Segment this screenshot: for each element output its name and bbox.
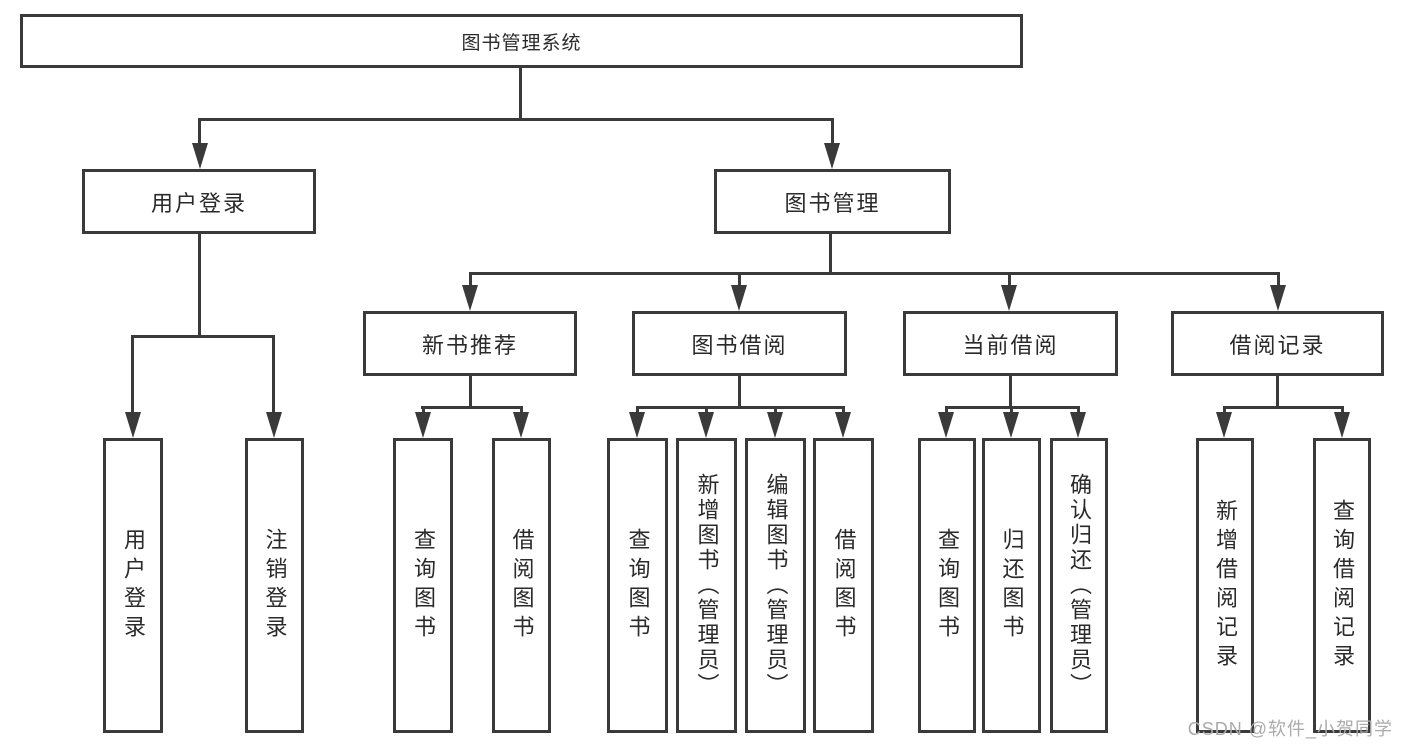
connector-line — [520, 406, 523, 414]
leaf-logout-label: 注销登录 — [262, 527, 288, 644]
node-book-management: 图书管理 — [714, 169, 951, 234]
leaf-user-login: 用户登录 — [103, 438, 163, 733]
connector-line — [421, 406, 523, 409]
connector-line — [1008, 272, 1011, 287]
node-book-borrow: 图书借阅 — [632, 311, 847, 376]
arrow-down-icon — [1003, 412, 1019, 438]
leaf-borrow-edit-admin: 编辑图书（管理员） — [745, 438, 806, 733]
arrow-down-icon — [824, 143, 840, 169]
node-book-borrow-label: 图书借阅 — [691, 332, 788, 358]
arrow-down-icon — [1001, 285, 1017, 311]
connector-line — [198, 118, 201, 145]
leaf-return-book-label: 归还图书 — [999, 527, 1025, 644]
node-current-borrow: 当前借阅 — [903, 311, 1118, 376]
connector-line — [1277, 272, 1280, 287]
leaf-newbook-query: 查询图书 — [393, 438, 453, 733]
leaf-confirm-return-admin-label: 确认归还（管理员） — [1067, 473, 1092, 698]
leaf-current-query-label: 查询图书 — [935, 527, 960, 644]
connector-line — [705, 406, 708, 414]
node-current-borrow-label: 当前借阅 — [962, 332, 1059, 358]
leaf-borrow-book: 借阅图书 — [813, 438, 874, 733]
leaf-newbook-borrow: 借阅图书 — [492, 438, 551, 733]
leaf-current-query: 查询图书 — [918, 438, 976, 733]
leaf-borrow-add-admin: 新增图书（管理员） — [676, 438, 737, 733]
connector-line — [422, 406, 425, 414]
connector-line — [131, 335, 134, 414]
leaf-confirm-return-admin: 确认归还（管理员） — [1050, 438, 1108, 733]
connector-line — [738, 272, 741, 287]
leaf-record-query-label: 查询借阅记录 — [1330, 498, 1355, 673]
node-borrow-record: 借阅记录 — [1171, 311, 1384, 376]
leaf-user-login-label: 用户登录 — [121, 527, 146, 644]
leaf-borrow-query: 查询图书 — [607, 438, 668, 733]
connector-line — [738, 376, 741, 407]
connector-line — [1010, 406, 1013, 414]
connector-line — [1276, 376, 1279, 407]
arrow-down-icon — [462, 285, 478, 311]
arrow-down-icon — [513, 412, 529, 438]
connector-line — [945, 406, 948, 414]
watermark: CSDN @软件_小贺同学 — [1187, 719, 1393, 739]
leaf-newbook-query-label: 查询图书 — [411, 527, 436, 644]
node-user-login: 用户登录 — [82, 169, 316, 234]
arrow-down-icon — [125, 412, 141, 438]
connector-line — [774, 406, 777, 414]
node-root-label: 图书管理系统 — [461, 32, 582, 54]
node-book-management-label: 图书管理 — [784, 190, 881, 216]
node-borrow-record-label: 借阅记录 — [1229, 332, 1326, 358]
node-new-book-recommend: 新书推荐 — [363, 311, 577, 376]
leaf-return-book: 归还图书 — [982, 438, 1041, 733]
node-root: 图书管理系统 — [20, 14, 1023, 68]
leaf-borrow-query-label: 查询图书 — [625, 527, 651, 644]
connector-line — [469, 376, 472, 407]
connector-line — [131, 335, 275, 338]
leaf-newbook-borrow-label: 借阅图书 — [509, 527, 535, 644]
connector-line — [1223, 406, 1343, 409]
arrow-down-icon — [192, 143, 208, 169]
connector-line — [636, 406, 639, 414]
arrow-down-icon — [1270, 285, 1286, 311]
connector-line — [831, 118, 834, 145]
connector-line — [1077, 406, 1080, 414]
arrow-down-icon — [629, 412, 645, 438]
arrow-down-icon — [731, 285, 747, 311]
connector-line — [829, 234, 832, 274]
leaf-borrow-edit-admin-label: 编辑图书（管理员） — [763, 473, 789, 698]
node-user-login-label: 用户登录 — [150, 190, 247, 216]
connector-line — [636, 406, 845, 409]
arrow-down-icon — [1070, 412, 1086, 438]
connector-line — [198, 118, 834, 121]
leaf-record-query: 查询借阅记录 — [1313, 438, 1371, 733]
arrow-down-icon — [767, 412, 783, 438]
arrow-down-icon — [835, 412, 851, 438]
node-new-book-recommend-label: 新书推荐 — [421, 332, 518, 358]
connector-line — [1223, 406, 1226, 414]
leaf-borrow-add-admin-label: 新增图书（管理员） — [694, 473, 720, 698]
leaf-record-add-label: 新增借阅记录 — [1213, 498, 1238, 673]
connector-line — [470, 272, 1280, 275]
leaf-record-add: 新增借阅记录 — [1196, 438, 1254, 733]
arrow-down-icon — [938, 412, 954, 438]
arrow-down-icon — [698, 412, 714, 438]
connector-line — [1341, 406, 1344, 414]
arrow-down-icon — [415, 412, 431, 438]
arrow-down-icon — [266, 412, 282, 438]
connector-line — [842, 406, 845, 414]
leaf-logout: 注销登录 — [245, 438, 304, 733]
leaf-borrow-book-label: 借阅图书 — [831, 527, 857, 644]
connector-line — [469, 272, 472, 287]
connector-line — [198, 234, 201, 335]
connector-line — [519, 68, 522, 118]
connector-line — [1009, 376, 1012, 407]
connector-line — [272, 335, 275, 414]
arrow-down-icon — [1334, 412, 1350, 438]
arrow-down-icon — [1216, 412, 1232, 438]
